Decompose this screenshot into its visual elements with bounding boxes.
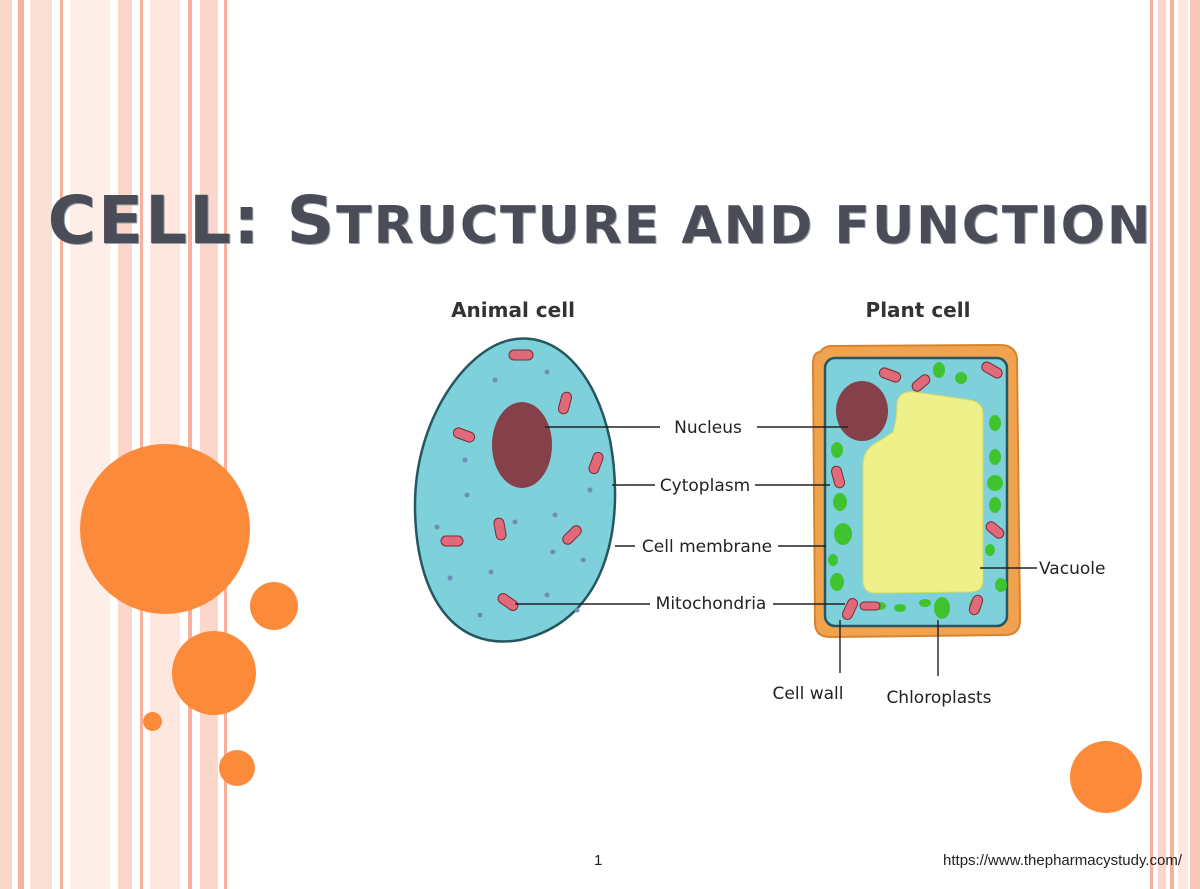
animal-cell [413,337,617,643]
animal-cell-title: Animal cell [451,298,575,322]
label-nucleus: Nucleus [674,418,742,438]
decor-circle [250,582,298,630]
left-stripe [70,0,110,889]
label-mitochondria: Mitochondria [656,594,767,614]
animal-cytoplasm [413,337,617,643]
label-chloroplasts: Chloroplasts [886,688,991,708]
right-stripe [1170,0,1174,889]
left-stripe [18,0,24,889]
right-stripe [1158,0,1166,889]
plant-mitochondria [830,361,1005,620]
plant-cell-title: Plant cell [866,298,971,322]
left-stripe [200,0,218,889]
label-leader-lines [515,426,1037,676]
page-number: 1 [594,852,603,869]
title-part-1: CELL: [47,182,287,259]
label-cell-wall: Cell wall [773,684,844,704]
left-stripe [30,0,52,889]
diagram-labels: Nucleus Cytoplasm Cell membrane Mitochon… [642,418,1106,708]
plant-vacuole [862,391,984,594]
left-stripe [60,0,63,889]
decor-circle [1070,741,1142,813]
decor-circle [219,750,255,786]
label-cell-membrane: Cell membrane [642,537,772,557]
right-stripe [1150,0,1153,889]
decor-circle [143,712,162,731]
decor-circle [172,631,256,715]
cell-diagram: Animal cell Plant cell [413,298,1106,708]
left-stripe [188,0,192,889]
right-stripe [1178,0,1188,889]
title-rest: TRUCTURE AND FUNCTION [336,196,1153,256]
plant-cell [811,343,1022,639]
slide-title: CELL: STRUCTURE AND FUNCTION [0,182,1200,259]
animal-granules [434,369,593,618]
left-stripe-band [0,0,12,889]
title-cap-s: S [286,182,337,259]
decor-circle-large [80,444,250,614]
label-cytoplasm: Cytoplasm [660,476,750,496]
left-stripe [224,0,227,889]
animal-nucleus [492,402,552,488]
source-url: https://www.thepharmacystudy.com/ [943,852,1182,869]
right-stripe [1190,0,1200,889]
left-stripe [140,0,143,889]
left-stripe [118,0,132,889]
animal-mitochondria [440,349,604,611]
label-vacuole: Vacuole [1039,559,1105,579]
plant-nucleus [836,381,888,441]
